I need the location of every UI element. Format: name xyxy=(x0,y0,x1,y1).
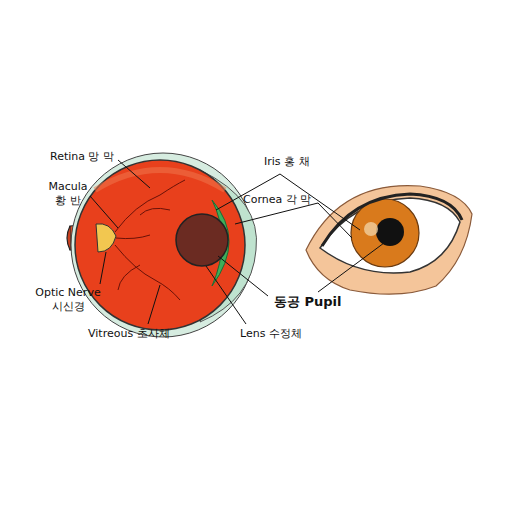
blood-vessels xyxy=(115,180,185,300)
part-label: Iris 홍 채 xyxy=(264,155,310,169)
eye-white xyxy=(320,198,460,273)
eyeball xyxy=(75,160,245,330)
pupil-shape xyxy=(376,218,404,246)
part-label: Lens 수정체 xyxy=(240,327,302,341)
part-label: Macula 황 반 xyxy=(44,180,92,208)
part-label: Retina 망 막 xyxy=(50,150,114,164)
optic-nerve-end xyxy=(67,226,70,250)
sclera-layer xyxy=(71,153,255,337)
reflection xyxy=(364,222,378,236)
iris-colored xyxy=(351,199,419,267)
highlight xyxy=(95,170,225,190)
part-label: Vitreous 초사체 xyxy=(88,327,170,341)
part-label: Optic Nerve 시신경 xyxy=(30,286,106,314)
upper-lid xyxy=(322,194,462,246)
part-label: 동공 Pupil xyxy=(274,294,342,310)
leader-lines xyxy=(90,160,388,324)
optic-disc xyxy=(96,224,116,252)
part-label: Cornea 각 막 xyxy=(243,193,311,207)
eye-skin xyxy=(306,186,472,295)
